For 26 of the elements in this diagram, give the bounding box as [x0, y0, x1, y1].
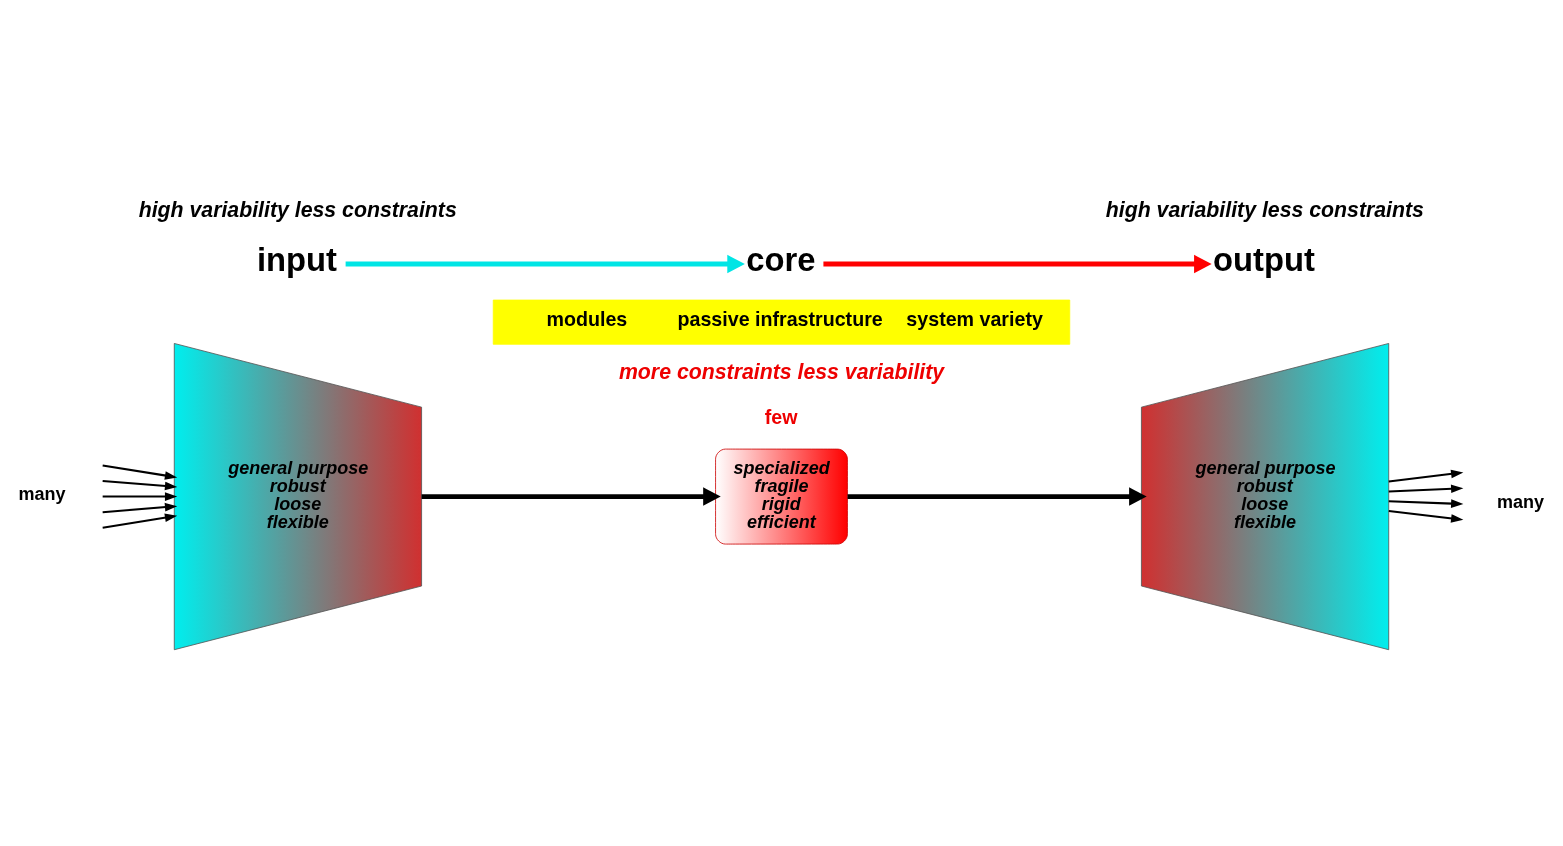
node-text: input [256, 240, 338, 278]
arrow [102, 512, 178, 529]
label: high variability less constraints [138, 197, 457, 222]
label: high variability less constraints [1105, 197, 1424, 222]
node-text: output [1213, 240, 1315, 278]
arrow [1388, 483, 1464, 493]
arrow [847, 486, 1147, 506]
arrow [345, 254, 745, 273]
node-box: specialized fragile rigid efficient [715, 448, 848, 544]
label: more constraints less variability [618, 359, 945, 384]
arrow [102, 479, 178, 490]
arrow [1388, 498, 1464, 508]
label: many [1497, 491, 1545, 512]
arrow [102, 463, 178, 480]
arrow [102, 502, 178, 513]
node-box: general purpose robust loose flexible [173, 342, 422, 650]
arrow [823, 254, 1212, 273]
node-text: core [746, 240, 816, 278]
arrow [1388, 469, 1464, 483]
label: many [18, 483, 66, 504]
arrow [102, 491, 178, 501]
node-box: modules passive infrastructure system variety [492, 299, 1071, 345]
node-box: general purpose robust loose flexible [1141, 342, 1390, 650]
arrow [1388, 509, 1464, 523]
arrow [421, 486, 721, 506]
label: few [764, 405, 798, 428]
